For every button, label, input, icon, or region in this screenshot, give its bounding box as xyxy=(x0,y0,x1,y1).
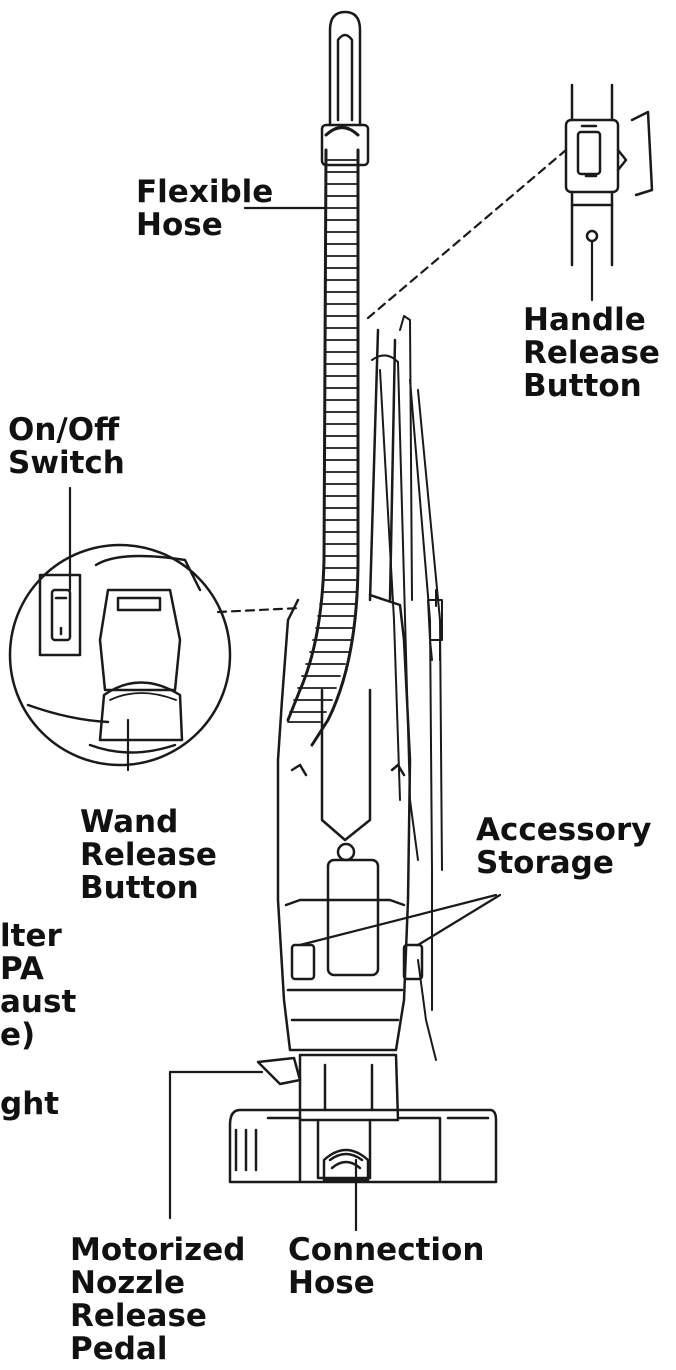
label-on-off-line-2: Switch xyxy=(8,445,125,481)
label-nozzle-line-3: Release xyxy=(70,1298,207,1334)
label-connection-hose: Connection Hose xyxy=(288,1234,484,1300)
label-flexible-hose-line-2: Hose xyxy=(136,207,223,243)
switch-detail-circle xyxy=(8,543,232,767)
label-nozzle-line-1: Motorized xyxy=(70,1232,246,1268)
label-handle-release-line-1: Handle xyxy=(523,302,646,338)
label-motorized-nozzle-release-pedal: Motorized Nozzle Release Pedal xyxy=(70,1234,245,1366)
power-cord xyxy=(371,315,443,1061)
leader-accessory-right xyxy=(416,893,502,947)
label-filter-line-3: aust xyxy=(0,984,77,1020)
label-connection-line-2: Hose xyxy=(288,1265,375,1301)
motorized-nozzle xyxy=(228,1053,498,1184)
label-wand-release-line-2: Release xyxy=(80,837,217,873)
label-connection-line-1: Connection xyxy=(288,1232,485,1268)
vacuum-handle xyxy=(320,10,370,167)
label-handle-release-button: Handle Release Button xyxy=(523,304,660,403)
label-wand-release-line-1: Wand xyxy=(80,804,179,840)
label-filter-partial: lter PA aust e) xyxy=(0,920,76,1052)
label-accessory-line-2: Storage xyxy=(476,845,614,881)
label-handle-release-line-2: Release xyxy=(523,335,660,371)
label-accessory-line-1: Accessory xyxy=(476,812,652,848)
label-on-off-line-1: On/Off xyxy=(8,412,120,448)
label-filter-line-2: PA xyxy=(0,951,44,987)
label-flexible-hose: Flexible Hose xyxy=(136,176,273,242)
label-wand-release-button: Wand Release Button xyxy=(80,806,217,905)
leader-handle-release xyxy=(366,148,568,320)
label-handle-release-line-3: Button xyxy=(523,368,642,404)
label-light-partial: ght xyxy=(0,1088,59,1121)
label-light-line-1: ght xyxy=(0,1086,60,1122)
leader-switch-detail xyxy=(216,606,302,614)
label-filter-line-1: lter xyxy=(0,918,62,954)
label-wand-release-line-3: Button xyxy=(80,870,199,906)
vacuum-body xyxy=(276,328,424,1052)
label-nozzle-line-2: Nozzle xyxy=(70,1265,185,1301)
label-accessory-storage: Accessory Storage xyxy=(476,814,651,880)
label-filter-line-4: e) xyxy=(0,1017,36,1053)
label-on-off-switch: On/Off Switch xyxy=(8,414,125,480)
label-nozzle-line-4: Pedal xyxy=(70,1331,168,1367)
handle-release-detail xyxy=(564,83,654,267)
leader-nozzle-pedal xyxy=(168,1070,264,1220)
leader-accessory-left xyxy=(298,893,498,947)
label-flexible-hose-line-1: Flexible xyxy=(136,174,274,210)
flexible-hose-drawing xyxy=(286,126,360,747)
leader-lines xyxy=(68,148,594,1232)
